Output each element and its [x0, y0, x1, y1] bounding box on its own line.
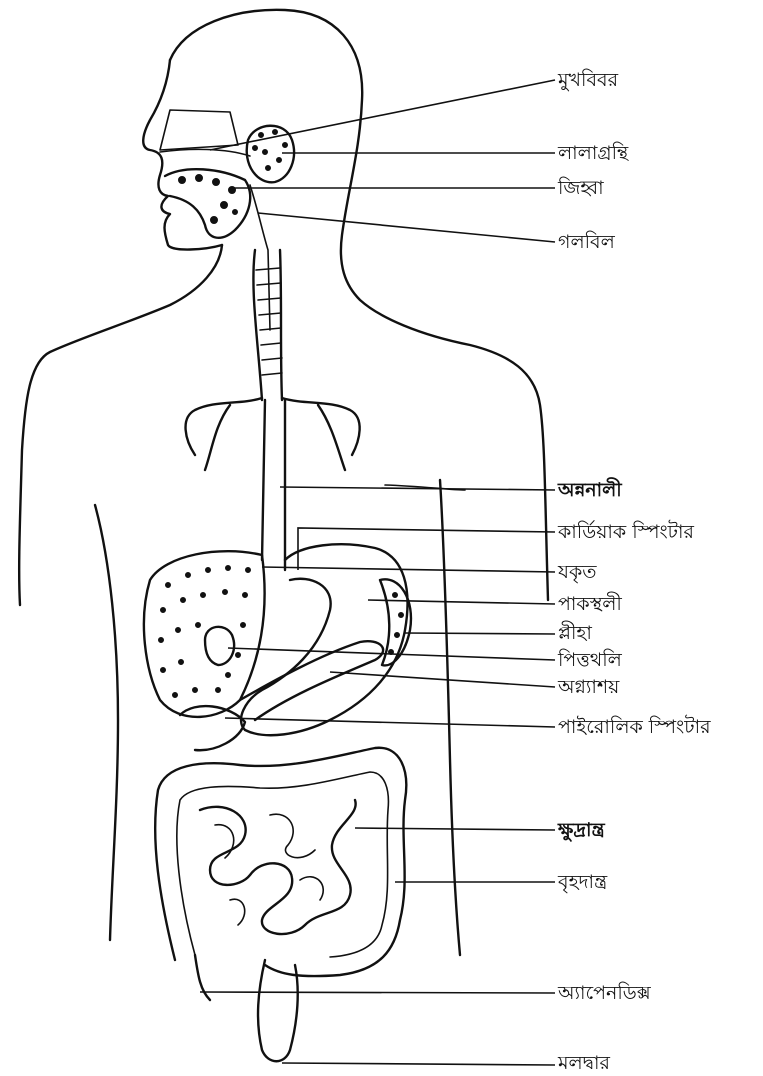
label-appendix: অ্যাপেনডিক্স	[558, 982, 651, 1004]
bronchi-right	[282, 398, 360, 470]
label-pyloric-sphincter: পাইরোলিক স্পিংটার	[558, 716, 711, 738]
label-mouth: মুখবিবর	[558, 69, 618, 91]
torso-right	[440, 480, 460, 955]
label-pharynx: গলবিল	[558, 231, 615, 253]
neck-front	[19, 245, 222, 605]
label-stomach: পাকস্থলী	[558, 593, 622, 615]
bronchi-left	[186, 398, 262, 470]
pharynx-tube	[250, 185, 270, 330]
label-small-intestine: ক্ষুদ্রান্ত্র	[558, 819, 605, 841]
label-gallbladder: পিত্তথলি	[558, 649, 622, 671]
label-large-intestine: বৃহদান্ত্র	[558, 871, 607, 893]
label-tongue: জিহ্বা	[558, 177, 604, 199]
label-esophagus: অন্ননালী	[558, 479, 622, 501]
liver-texture	[158, 565, 251, 698]
label-salivary-gland: লালাগ্রন্থি	[558, 142, 628, 164]
label-liver: যকৃত	[558, 561, 597, 583]
stomach-shape	[241, 544, 407, 735]
gallbladder-shape	[205, 627, 234, 665]
label-anus: মলদ্বার	[558, 1052, 610, 1074]
pyloric-region	[180, 706, 245, 750]
appendix-shape	[195, 955, 210, 1000]
label-pancreas: অগ্ন্যাশয়	[558, 676, 619, 698]
trachea-right	[280, 250, 282, 400]
liver-shape	[144, 551, 265, 717]
torso-left	[95, 505, 118, 940]
label-spleen: প্লীহা	[558, 622, 592, 644]
palate	[160, 149, 250, 156]
esophagus-left	[262, 400, 265, 560]
nasal-cavity	[160, 110, 238, 150]
leader-lines	[200, 80, 555, 1065]
tongue-shape	[165, 169, 250, 238]
large-intestine-shape	[155, 748, 406, 976]
small-intestine-coils	[200, 800, 356, 934]
tongue-texture	[178, 174, 238, 224]
head-outline	[170, 10, 548, 600]
label-cardiac-sphincter: কার্ডিয়াক স্পিংটার	[558, 521, 694, 543]
trachea-left	[253, 250, 262, 400]
